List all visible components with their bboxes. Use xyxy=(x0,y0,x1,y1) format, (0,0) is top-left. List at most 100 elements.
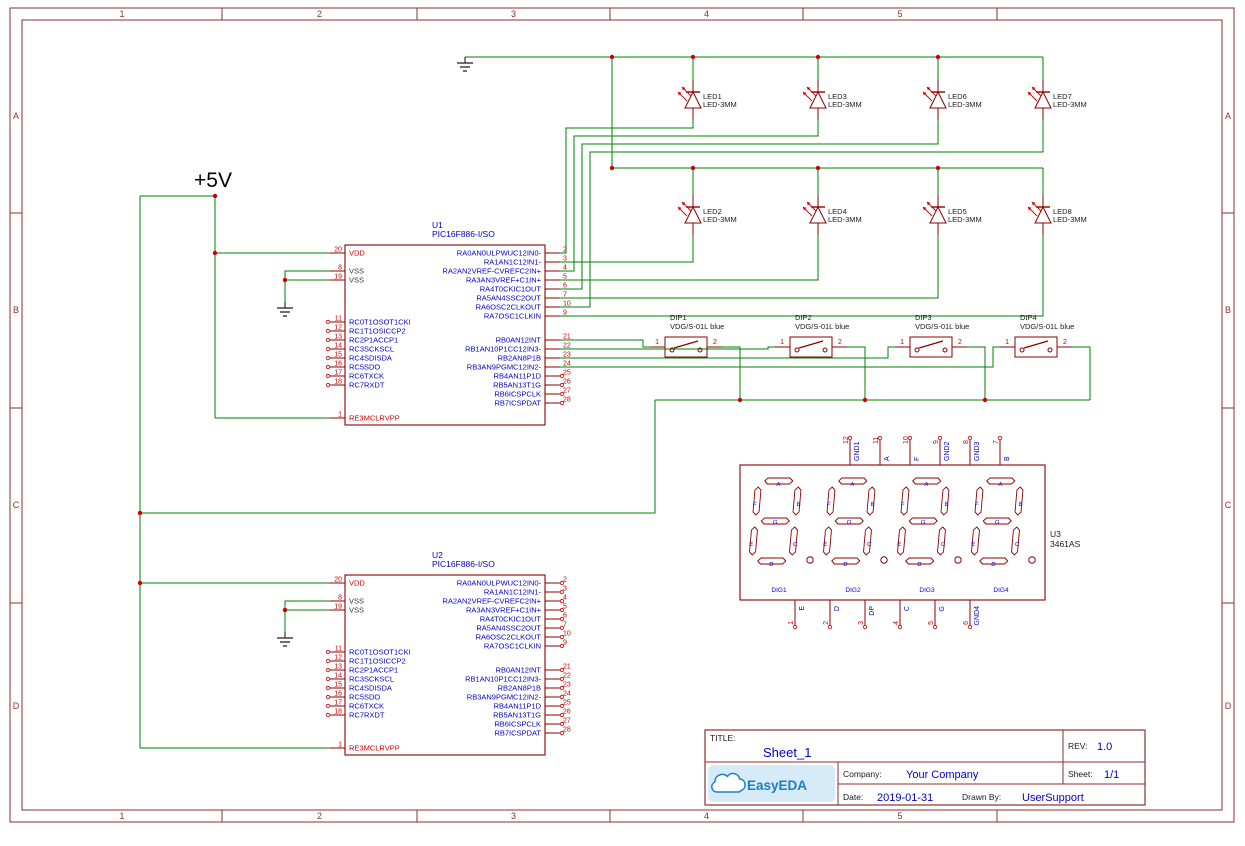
wire[interactable] xyxy=(1072,346,1091,400)
pin-number: 8 xyxy=(338,595,342,602)
wire[interactable] xyxy=(847,346,866,400)
unconnected-pin-marker xyxy=(325,685,331,691)
segment xyxy=(971,526,980,556)
wire[interactable] xyxy=(560,346,895,359)
power-flag-5v[interactable]: +5V xyxy=(194,169,232,192)
switch-contact xyxy=(669,347,675,353)
wire[interactable] xyxy=(560,346,1000,368)
wire[interactable] xyxy=(967,346,986,400)
pin-name: G xyxy=(939,606,946,611)
rev-value[interactable]: 1.0 xyxy=(1097,741,1112,753)
wire[interactable] xyxy=(560,339,650,348)
unconnected-pin-marker xyxy=(325,667,331,673)
pin-number: 5 xyxy=(563,274,567,281)
ground-symbol-top[interactable] xyxy=(457,57,473,72)
switch-contact xyxy=(822,347,828,353)
pin-name: F xyxy=(914,457,921,461)
wire[interactable] xyxy=(722,346,741,400)
pin-name: RA2AN2VREF-CVREFC2IN+ xyxy=(442,597,541,606)
segment xyxy=(1011,526,1020,556)
wire[interactable] xyxy=(560,120,939,290)
chip-body xyxy=(344,574,546,756)
pin-name: RC3SCKSCL xyxy=(349,675,394,684)
line xyxy=(918,340,944,349)
ref-designator: DIP4 xyxy=(1020,313,1037,322)
ground-symbol-u1[interactable] xyxy=(277,302,293,317)
border-row-label: A xyxy=(1225,111,1231,121)
pin-number: 26 xyxy=(563,709,571,716)
wire[interactable] xyxy=(560,235,1044,317)
segment-label: G xyxy=(772,520,778,526)
pin-number: 18 xyxy=(334,709,342,716)
pin-name: RB1AN10P1CC12IN3- xyxy=(465,345,541,354)
junction-dot xyxy=(690,54,696,60)
line xyxy=(1023,340,1049,349)
segment-label: A xyxy=(998,482,1003,488)
logo-text: EasyEDA xyxy=(747,778,807,793)
wire[interactable] xyxy=(560,235,694,263)
wire[interactable] xyxy=(560,346,775,350)
wire[interactable] xyxy=(560,120,1044,308)
drawn-by-value[interactable]: UserSupport xyxy=(1022,792,1084,804)
border-column-label: 5 xyxy=(897,811,902,821)
wire[interactable] xyxy=(560,120,819,272)
segment-label: A xyxy=(776,482,781,488)
wire[interactable] xyxy=(284,270,330,302)
wire[interactable] xyxy=(284,600,330,632)
date-label: Date: xyxy=(843,792,863,802)
pin-number: 1 xyxy=(780,339,784,346)
segment xyxy=(1014,486,1024,516)
pin-name: E xyxy=(799,606,806,611)
border-column-label: 3 xyxy=(511,811,516,821)
pin-name: RA7OSC1CLKIN xyxy=(484,642,541,651)
pin-number: 16 xyxy=(334,691,342,698)
part-number: LED-3MM xyxy=(828,215,862,224)
unconnected-pin-marker xyxy=(792,624,798,630)
pin-number: 7 xyxy=(993,440,1000,444)
unconnected-pin-marker xyxy=(559,712,565,718)
pin-number: 2 xyxy=(958,339,962,346)
component-u3-display[interactable]: U33461ASABCDEFGDIG1ABCDEFGDIG2ABCDEFGDIG… xyxy=(739,435,1081,630)
sheet-num-value[interactable]: 1/1 xyxy=(1104,769,1119,781)
ground-symbol-u2[interactable] xyxy=(277,632,293,647)
pin-name: RC7RXDT xyxy=(349,381,385,390)
unconnected-pin-marker xyxy=(325,328,331,334)
junction-dot xyxy=(212,250,218,256)
sheet-title[interactable]: Sheet_1 xyxy=(763,745,811,760)
pin-number: 14 xyxy=(334,673,342,680)
pin-name: RA6OSC2CLKOUT xyxy=(476,633,542,642)
wire[interactable] xyxy=(560,235,939,299)
junction-dot xyxy=(137,510,143,516)
emission-arrow-icon xyxy=(678,92,682,96)
part-number: VDG/S-01L blue xyxy=(1020,322,1074,331)
wire[interactable] xyxy=(140,400,656,514)
segment xyxy=(826,486,836,516)
decimal-point xyxy=(1028,556,1036,564)
wire[interactable] xyxy=(560,235,819,281)
unconnected-pin-marker xyxy=(559,676,565,682)
pin-name: RB7ICSPDAT xyxy=(494,399,541,408)
border-row-label: C xyxy=(1225,500,1232,510)
unconnected-pin-marker xyxy=(325,658,331,664)
date-value[interactable]: 2019-01-31 xyxy=(877,792,933,804)
pin-number: 9 xyxy=(563,640,567,647)
segment-label: B xyxy=(1018,502,1023,508)
company-value[interactable]: Your Company xyxy=(906,769,979,781)
wire[interactable] xyxy=(560,120,694,254)
